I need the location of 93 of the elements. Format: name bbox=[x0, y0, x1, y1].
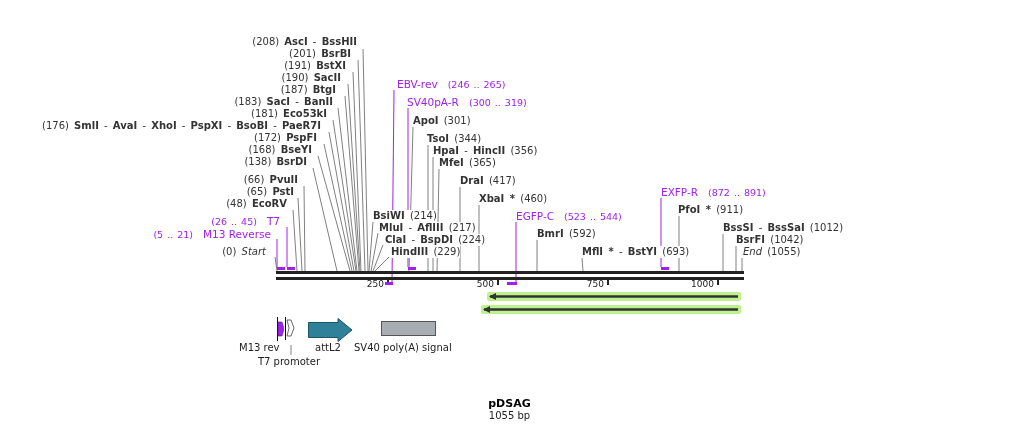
site-label: (187) BtgI bbox=[280, 84, 336, 96]
site-label: (65) PstI bbox=[246, 186, 294, 198]
site-label: MflI * - BstYI (693) bbox=[582, 246, 690, 258]
leader-line bbox=[362, 48, 369, 272]
site-label: (183) SacI - BanII bbox=[234, 96, 333, 108]
leader-line bbox=[276, 238, 278, 268]
leader-line bbox=[722, 233, 724, 272]
leader-line bbox=[372, 244, 384, 272]
feature-label: SV40 poly(A) signal bbox=[354, 342, 452, 353]
leader-line bbox=[286, 226, 288, 268]
leader-line bbox=[323, 143, 353, 272]
primer-label: T7 bbox=[266, 215, 280, 227]
site-label: (172) PspFI bbox=[254, 132, 317, 144]
sequence-backbone bbox=[276, 271, 744, 280]
primer-label: EGFP-C bbox=[516, 210, 555, 222]
site-label: BsrFI (1042) bbox=[736, 234, 804, 246]
primer-range: (246 .. 265) bbox=[447, 79, 506, 90]
map-caption: 1055 bp bbox=[488, 410, 531, 421]
site-label: ApoI (301) bbox=[413, 115, 471, 127]
site-label: XbaI * (460) bbox=[479, 193, 548, 205]
site-label: End (1055) bbox=[743, 246, 801, 258]
scale-label: 1000 bbox=[691, 279, 714, 289]
scale-label: 500 bbox=[476, 279, 494, 289]
leader-line bbox=[352, 71, 362, 272]
leader-line bbox=[357, 59, 366, 272]
site-label: HpaI - HincII (356) bbox=[433, 145, 538, 157]
feature-track bbox=[487, 292, 741, 301]
site-label: BssSI - BssSaI (1012) bbox=[723, 222, 844, 234]
leader-line bbox=[347, 83, 361, 272]
leader-line bbox=[478, 204, 480, 272]
site-label: (181) Eco53kI bbox=[251, 108, 327, 120]
leader-line bbox=[274, 256, 278, 272]
leader-line bbox=[317, 155, 351, 272]
site-label: DraI (417) bbox=[460, 175, 516, 187]
site-label: (201) BsrBI bbox=[289, 48, 351, 60]
scale-label: 250 bbox=[366, 279, 384, 289]
primer-range: (26 .. 45) bbox=[211, 216, 257, 227]
scale-label: 750 bbox=[586, 279, 604, 289]
primer-bracket bbox=[661, 267, 669, 270]
site-label: BmrI (592) bbox=[537, 228, 596, 240]
primer-range: (872 .. 891) bbox=[708, 187, 766, 198]
primer-range: (300 .. 319) bbox=[468, 97, 527, 108]
primer-label: SV40pA-R bbox=[407, 96, 459, 108]
site-label: ClaI - BspDI (224) bbox=[385, 234, 486, 246]
site-label: MfeI (365) bbox=[439, 157, 496, 169]
feature-track bbox=[481, 305, 741, 314]
primer-bracket bbox=[507, 282, 517, 285]
site-label: (190) SacII bbox=[281, 72, 341, 84]
leader-line bbox=[368, 221, 374, 272]
leader-line bbox=[290, 344, 292, 356]
site-label: (168) BseYI bbox=[248, 144, 312, 156]
primer-label: EXFP-R bbox=[661, 186, 699, 198]
site-label: (176) SmlI - AvaI - XhoI - PspXI - BsoBI - PaeR7I bbox=[42, 120, 321, 132]
primer-range: (523 .. 544) bbox=[564, 211, 622, 222]
primer-range: (5 .. 21) bbox=[153, 229, 194, 240]
site-label: (191) BstXI bbox=[284, 60, 346, 72]
leader-line bbox=[337, 107, 358, 272]
site-label: (0) Start bbox=[222, 246, 266, 258]
primer-bracket bbox=[277, 267, 285, 270]
leader-line bbox=[536, 239, 538, 272]
leader-line bbox=[332, 119, 357, 272]
feature-label: M13 rev bbox=[239, 342, 280, 353]
site-label: HindIII (229) bbox=[391, 246, 461, 258]
leader-line bbox=[735, 245, 737, 272]
leader-line bbox=[292, 209, 298, 272]
site-label: (66) PvuII bbox=[243, 174, 298, 186]
leader-line bbox=[581, 257, 584, 272]
primer-label: EBV-rev bbox=[397, 78, 438, 90]
leader-line bbox=[370, 232, 379, 272]
leader-line bbox=[374, 256, 390, 272]
leader-line bbox=[515, 221, 517, 283]
site-label: (138) BsrDI bbox=[244, 156, 307, 168]
site-label: MluI - AflIII (217) bbox=[379, 222, 476, 234]
site-label: PfoI * (911) bbox=[678, 204, 744, 216]
site-label: BsiWI (214) bbox=[373, 210, 437, 222]
leader-line bbox=[297, 197, 303, 272]
leader-line bbox=[678, 215, 680, 272]
leader-line bbox=[303, 185, 306, 272]
map-title: pDSAG bbox=[488, 397, 531, 410]
promoter-symbol bbox=[284, 317, 295, 340]
primer-bracket bbox=[408, 267, 416, 270]
primer-label: M13 Reverse bbox=[203, 228, 271, 240]
leader-line bbox=[328, 131, 355, 272]
feature-label: attL2 bbox=[315, 342, 341, 353]
feature-label: T7 promoter bbox=[256, 355, 322, 368]
site-label: TsoI (344) bbox=[427, 133, 482, 145]
primer-bracket bbox=[287, 267, 295, 270]
leader-line bbox=[312, 167, 338, 272]
site-label: (208) AscI - BssHII bbox=[252, 36, 357, 48]
site-label: (48) EcoRV bbox=[226, 198, 287, 210]
leader-line bbox=[344, 95, 360, 272]
primer-bracket bbox=[385, 282, 393, 285]
leader-line bbox=[741, 257, 743, 272]
